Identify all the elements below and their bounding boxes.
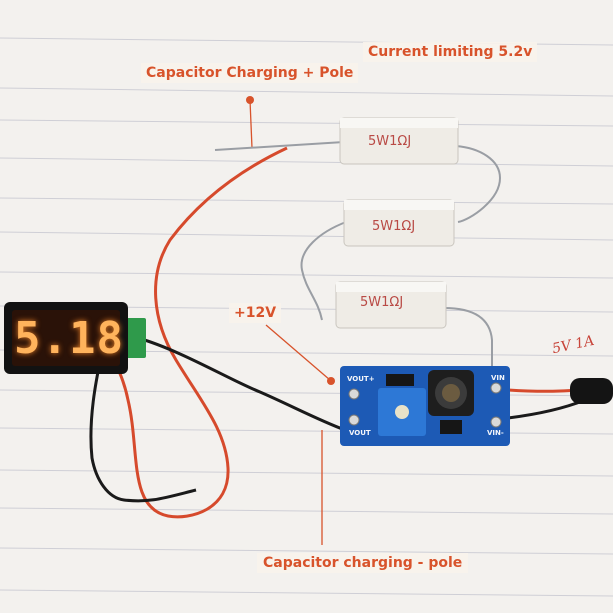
resistor-leads (214, 141, 502, 372)
pointer-dot (246, 96, 254, 104)
annotation-capacitor-plus-pole: Capacitor Charging + Pole (141, 63, 359, 83)
pin-label-vin-minus: VIN- (487, 429, 504, 437)
resistor-2 (343, 199, 455, 247)
voltmeter (4, 302, 146, 374)
resistor-3 (335, 281, 447, 329)
voltmeter-reading: 5.18 (14, 313, 124, 364)
annotation-capacitor-minus-pole: Capacitor charging - pole (257, 553, 469, 573)
black-wire (89, 351, 197, 503)
pointer-dot (327, 377, 335, 385)
black-plug (570, 378, 613, 404)
annotation-current-limiting: Current limiting 5.2v (363, 42, 538, 62)
resistor-1 (339, 117, 459, 165)
pin-label-vin: VIN (491, 374, 505, 382)
resistor-marking: 5W1ΩJ (360, 295, 404, 310)
pin-label-vout: VOUT (349, 429, 371, 437)
annotation-pointers (249, 99, 331, 545)
black-wire (137, 336, 346, 432)
annotation-plus-12v: +12V (229, 303, 282, 323)
pin-label-vout-plus: VOUT+ (347, 375, 375, 383)
resistor-marking: 5W1ΩJ (372, 219, 416, 234)
boost-module (340, 366, 510, 446)
resistor-marking: 5W1ΩJ (368, 134, 412, 149)
red-wire (102, 146, 288, 519)
